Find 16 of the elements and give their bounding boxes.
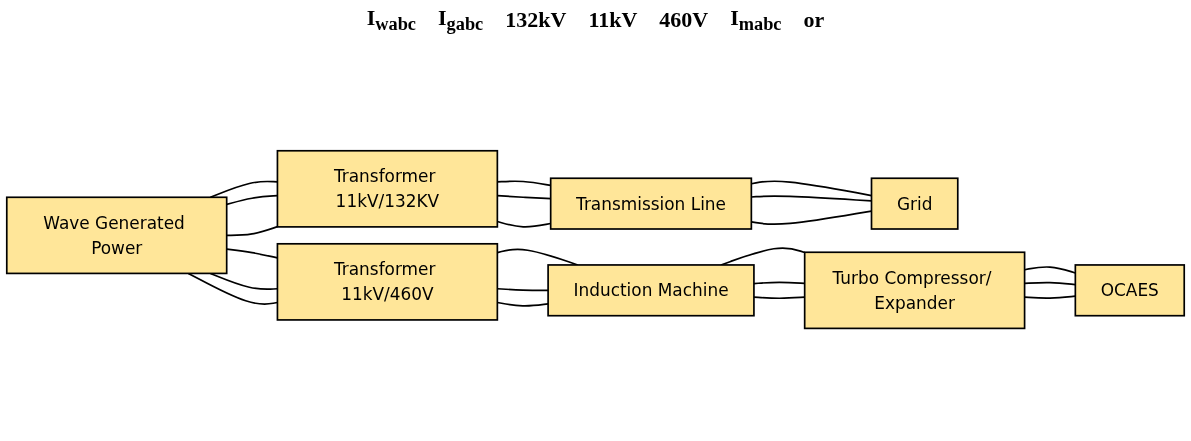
- node-box: Turbo Compressor/ Expander: [803, 251, 1026, 330]
- node-box: Wave Generated Power: [5, 196, 228, 275]
- annotation-label: I$_{mabc}$: [730, 4, 782, 36]
- annotation-label: 132kV: [505, 7, 567, 33]
- annotation-label: or: [803, 7, 825, 33]
- connector: [720, 247, 806, 267]
- annotation-label: I$_{gabc}$: [438, 4, 484, 36]
- node-box: Transmission Line: [549, 177, 753, 231]
- annotation-label: 11kV: [588, 7, 638, 33]
- node-box: Transformer 11kV/460V: [276, 243, 499, 322]
- node-box: Induction Machine: [547, 264, 755, 317]
- annotation-label: I$_{wabc}$: [366, 4, 416, 36]
- node-box: Transformer 11kV/132KV: [276, 150, 499, 229]
- node-box: Grid: [870, 177, 959, 231]
- node-box: OCAES: [1074, 264, 1186, 317]
- annotation-label: 460V: [659, 7, 709, 33]
